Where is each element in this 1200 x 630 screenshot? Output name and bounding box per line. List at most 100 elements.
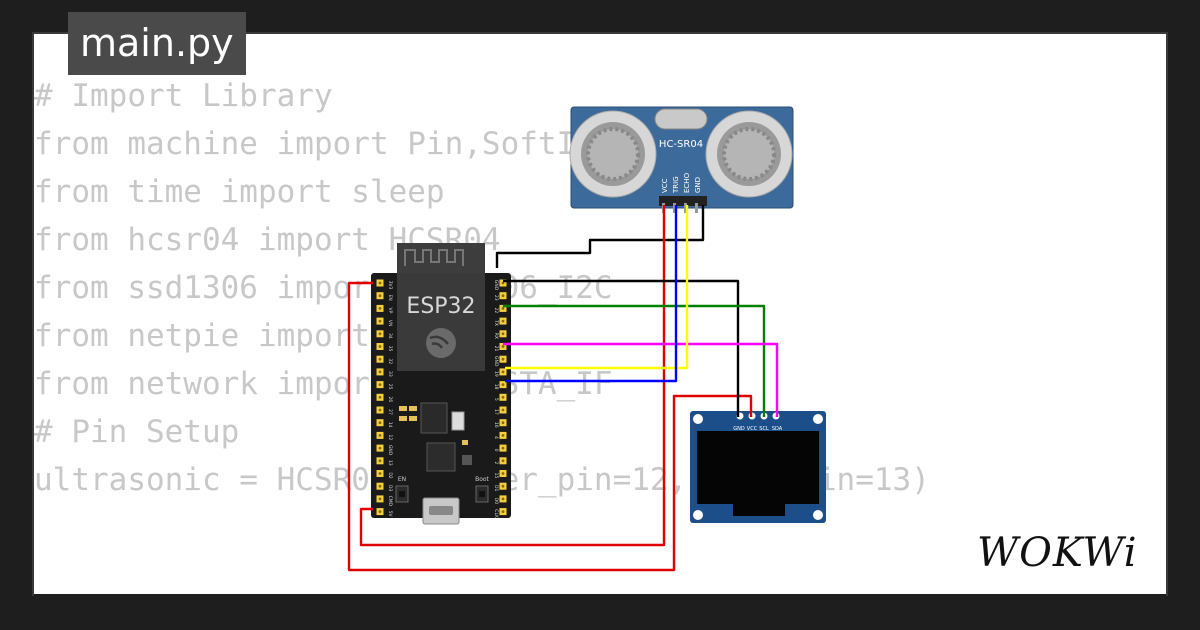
wire-gnd-hcsr04 xyxy=(495,205,705,268)
esp32-right-pin-label: 21 xyxy=(493,346,499,352)
esp32-right-pin-hole xyxy=(501,332,505,336)
esp32-left-pin-label: 13 xyxy=(387,460,393,466)
esp32-left-pin-hole xyxy=(378,319,382,323)
hc-sr04-label: HC-SR04 xyxy=(659,139,703,150)
espressif-logo-icon xyxy=(426,328,456,358)
esp32-left-pin-label: 33 xyxy=(387,371,393,377)
en-button-label: EN xyxy=(398,476,406,483)
oled-pin-vcc: VCC xyxy=(747,426,758,432)
esp32-right-pin-hole xyxy=(501,510,505,513)
esp32-left-pin-label: D2 xyxy=(387,472,393,478)
esp32-left-pin-label: 35 xyxy=(387,346,393,352)
us-pin-gnd: GND xyxy=(694,177,702,193)
esp32-left-pin-label: 5V xyxy=(387,511,393,518)
esp32-left-pin-hole xyxy=(378,294,382,298)
esp32-left-pin-hole xyxy=(378,446,382,450)
wire-vcc-5v-hcsr04 xyxy=(359,205,666,547)
esp32-right-pin-hole xyxy=(501,421,505,425)
esp32-left-pin-label: 27 xyxy=(387,409,393,415)
esp32-left-pin-label: 26 xyxy=(387,396,393,402)
esp32-left-pin-hole xyxy=(378,357,382,361)
wokwi-logo: WOKWi xyxy=(977,530,1138,576)
esp32-right-pin-hole xyxy=(501,307,505,310)
esp32-left-pin-hole xyxy=(378,281,382,285)
us-pin-echo: ECHO xyxy=(683,172,691,193)
esp32-left-header: 3V3ENVPVN343532332526271412GND13D2D3CMD5… xyxy=(376,279,393,518)
esp32-right-pin-hole xyxy=(501,472,505,475)
esp32-right-pin-label: 4 xyxy=(493,436,499,439)
esp32-left-pin-label: 32 xyxy=(387,358,393,364)
wokwi-logo-text: WOKWi xyxy=(977,530,1138,576)
esp32-left-pin-hole xyxy=(378,408,382,412)
esp32-right-pin-hole xyxy=(501,395,505,399)
boot-button-label: Boot xyxy=(475,476,489,483)
esp32-left-pin-label: 25 xyxy=(387,384,393,390)
footer-strip xyxy=(34,594,1166,630)
esp32-right-pin-hole xyxy=(501,408,505,412)
esp32-right-pin-label: 22 xyxy=(493,308,499,314)
esp32-right-pin-label: GND xyxy=(493,280,499,291)
esp32-right-pin-hole xyxy=(501,319,505,323)
esp32-left-pin-hole xyxy=(378,421,382,425)
wire-trig xyxy=(505,205,689,370)
esp32-left-pin-label: 34 xyxy=(387,333,393,339)
file-tab[interactable]: main.py xyxy=(68,12,246,75)
esp32-label: ESP32 xyxy=(406,294,475,319)
us-pin-trig: TRIG xyxy=(672,176,680,194)
esp32-left-pin-label: 12 xyxy=(387,435,393,441)
esp32-right-pin-label: RX xyxy=(493,333,499,339)
esp32-right-pin-hole xyxy=(501,497,505,501)
esp32-right-pin-label: 17 xyxy=(493,409,499,415)
esp32-right-pin-label: 5 xyxy=(493,398,499,401)
esp32-right-pin-label: TX xyxy=(493,319,499,326)
esp32-board[interactable]: ESP32 EN Boot 3V3ENVPVN34353233252627141… xyxy=(371,243,511,525)
esp32-right-pin-label: 19 xyxy=(493,371,499,377)
esp32-right-pin-label: 23 xyxy=(493,295,499,301)
esp32-left-pin-hole xyxy=(378,345,382,348)
esp32-left-pin-label: CMD xyxy=(387,496,393,507)
esp32-right-pin-hole xyxy=(501,459,505,463)
esp32-left-pin-label: GND xyxy=(387,445,393,456)
esp32-left-pin-hole xyxy=(378,484,382,488)
oled-pin-scl: SCL xyxy=(759,426,769,432)
code-line-4: from time import sleep xyxy=(34,174,445,210)
oled-screen xyxy=(697,431,819,504)
transducer-right xyxy=(705,110,793,198)
esp32-left-pin-label: D3 xyxy=(387,485,393,491)
esp32-left-pin-label: VP xyxy=(387,308,393,314)
esp32-left-pin-hole xyxy=(378,497,382,501)
esp32-left-pin-hole xyxy=(378,434,382,437)
esp32-left-pin-hole xyxy=(378,510,382,513)
wires xyxy=(347,205,779,572)
code-line-9: # Pin Setup xyxy=(34,414,240,450)
esp32-left-pin-label: 3V3 xyxy=(387,281,393,290)
esp32-right-pin-hole xyxy=(501,294,505,298)
wire-sda-oled xyxy=(503,342,779,417)
esp32-left-pin-hole xyxy=(378,472,382,475)
esp32-left-pin-hole xyxy=(378,395,382,399)
esp32-right-pin-label: 0 xyxy=(493,449,499,452)
oled-pin-sda: SDA xyxy=(772,426,783,432)
esp32-right-pin-label: 15 xyxy=(493,473,499,479)
esp32-left-pin-label: EN xyxy=(387,295,393,301)
esp32-right-pin-hole xyxy=(501,345,505,348)
wire-3v3-oled xyxy=(347,281,753,572)
oled-display-module[interactable]: GND VCC SCL SDA xyxy=(690,411,826,523)
hc-sr04-module[interactable]: HC-SR04 VCC TRIG ECHO GND xyxy=(569,106,794,213)
wire-gnd-oled xyxy=(503,279,740,417)
esp32-left-pin-hole xyxy=(378,307,382,310)
esp32-right-pin-label: 16 xyxy=(493,422,499,428)
us-pin-vcc: VCC xyxy=(661,178,669,193)
esp32-left-pin-label: 14 xyxy=(387,422,393,428)
esp32-right-pin-label: 18 xyxy=(493,384,499,390)
esp32-right-pin-hole xyxy=(501,446,505,450)
esp32-right-pin-label: D0 xyxy=(493,498,499,504)
esp32-right-pin-hole xyxy=(501,357,505,361)
esp32-left-pin-hole xyxy=(378,383,382,386)
esp32-right-pin-label: 2 xyxy=(493,461,499,464)
esp32-right-pin-label: GND xyxy=(493,356,499,367)
oled-pin-gnd: GND xyxy=(733,426,745,432)
